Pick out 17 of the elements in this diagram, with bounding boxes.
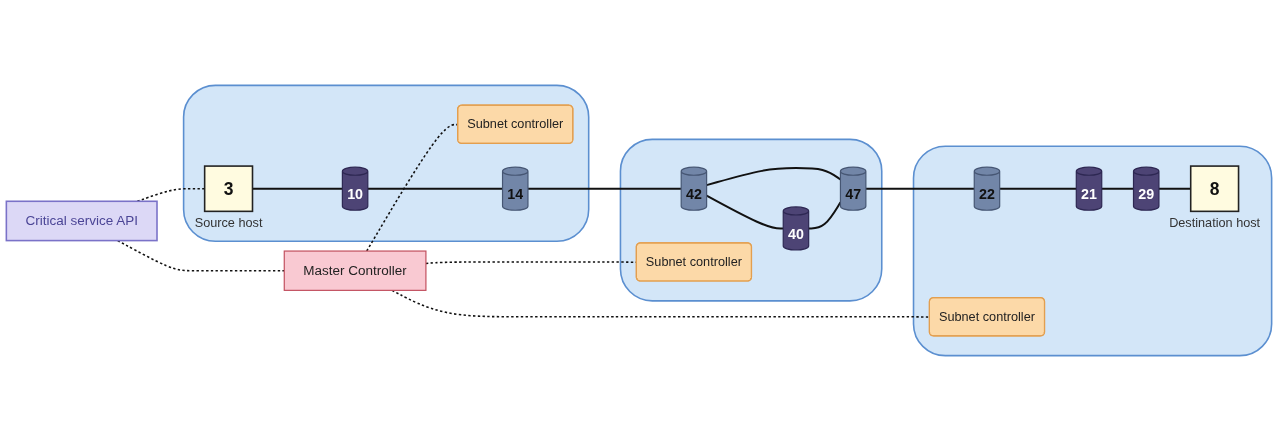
host-caption: Source host (194, 216, 263, 231)
cluster (619, 138, 883, 302)
node-box: 8 (1189, 165, 1240, 213)
connector (998, 187, 1078, 190)
cluster (912, 145, 1273, 357)
connector (864, 187, 976, 190)
connector (705, 194, 785, 230)
connector (807, 201, 842, 230)
connector (1100, 187, 1135, 190)
node-box: Master Controller (283, 250, 427, 291)
connector (366, 187, 504, 190)
connector (705, 167, 842, 187)
connector (526, 187, 683, 190)
cluster (182, 84, 590, 243)
host-caption: Destination host (1169, 216, 1261, 231)
node-box: 3 (203, 165, 254, 213)
node-box: Critical service API (5, 200, 158, 242)
